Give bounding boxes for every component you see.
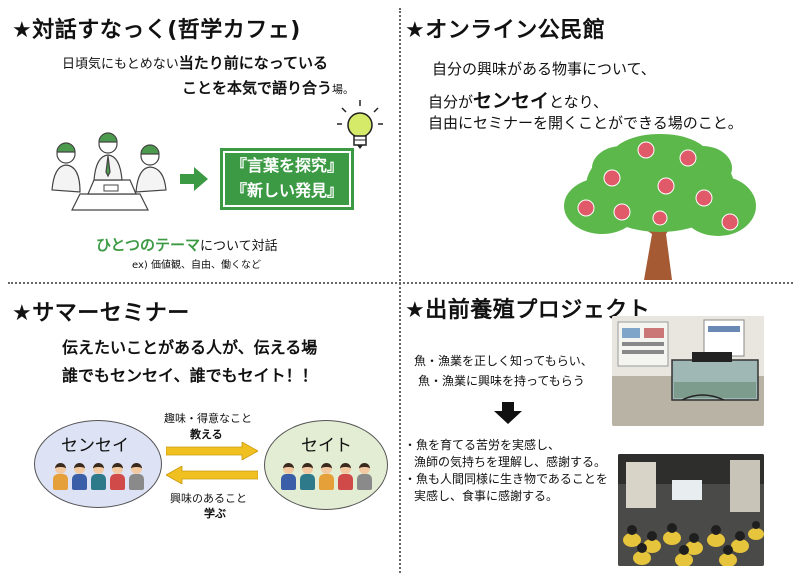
intro-line-2-emphasis: ことを本気で語り合う bbox=[182, 79, 333, 97]
intro-line-2: ことを本気で語り合う場。 bbox=[182, 77, 354, 98]
person-icon bbox=[357, 463, 372, 491]
section-title: ★出前養殖プロジェクト bbox=[405, 298, 651, 323]
person-icon bbox=[338, 463, 353, 491]
section-title: ★サマーセミナー bbox=[12, 301, 190, 326]
teach-action: 教える bbox=[190, 428, 223, 441]
theme-text: について対話 bbox=[199, 239, 278, 254]
box-line-2: 『新しい発見』 bbox=[231, 181, 344, 200]
sensei-label: センセイ bbox=[61, 436, 129, 456]
arrow-right-icon bbox=[166, 442, 258, 460]
description-line-3: 自由にセミナーを開くことができる場のこと。 bbox=[428, 114, 743, 132]
seminar-line-2: 誰でもセンセイ、誰でもセイト！！ bbox=[62, 366, 318, 385]
intro-line-1-emphasis: 当たり前になっている bbox=[178, 54, 329, 72]
sensei-emphasis: センセイ bbox=[473, 90, 550, 112]
description-line-2: 自分がセンセイとなり、 bbox=[428, 86, 608, 113]
section-title: ★オンライン公民館 bbox=[405, 18, 606, 43]
vertical-divider bbox=[399, 8, 401, 573]
description-line-2-tail: となり、 bbox=[549, 93, 608, 111]
theme-line: ひとつのテーマについて対話 bbox=[96, 234, 278, 255]
seito-circle: セイト bbox=[264, 420, 388, 510]
goal-line-1: 魚・漁業を正しく知ってもらい、 bbox=[414, 354, 593, 368]
sensei-circle: センセイ bbox=[34, 420, 162, 508]
arrow-left-icon bbox=[166, 466, 258, 484]
section-title: ★対話すなっく(哲学カフェ) bbox=[12, 18, 301, 43]
meeting-illustration bbox=[51, 132, 167, 211]
description-line-1: 自分の興味がある物事について、 bbox=[432, 60, 656, 78]
box-line-1: 『言葉を探究』 bbox=[231, 156, 344, 175]
sensei-people-group bbox=[53, 463, 144, 491]
benefit-2-line-1: ・魚も人間同様に生き物であることを bbox=[404, 472, 608, 486]
person-icon bbox=[129, 463, 144, 491]
light-bulb-icon bbox=[337, 100, 383, 149]
benefit-1-line-1: ・魚を育てる苦労を実感し、 bbox=[404, 438, 561, 452]
theme-emphasis: ひとつのテーマ bbox=[96, 236, 200, 254]
aquarium-photo bbox=[612, 316, 764, 426]
teach-label: 趣味・得意なこと bbox=[164, 412, 252, 425]
description-line-2-text: 自分が bbox=[428, 93, 474, 111]
arrow-down-icon bbox=[494, 402, 522, 424]
person-icon bbox=[72, 463, 87, 491]
benefit-2-line-2: 実感し、食事に感謝する。 bbox=[414, 489, 559, 503]
intro-line-2-text: 場。 bbox=[332, 83, 355, 96]
learn-label: 興味のあること bbox=[170, 492, 247, 505]
apple-tree-illustration bbox=[564, 134, 756, 280]
intro-line-1-text: 日頃気にもとめない bbox=[62, 57, 179, 72]
person-icon bbox=[300, 463, 315, 491]
goal-line-2: 魚・漁業に興味を持ってもらう bbox=[418, 374, 585, 388]
intro-line-1: 日頃気にもとめない当たり前になっている bbox=[62, 52, 328, 73]
discovery-box: 『言葉を探究』 『新しい発見』 bbox=[220, 148, 354, 210]
horizontal-divider bbox=[8, 282, 793, 284]
person-icon bbox=[53, 463, 68, 491]
person-icon bbox=[319, 463, 334, 491]
person-icon bbox=[110, 463, 125, 491]
benefit-1-line-2: 漁師の気持ちを理解し、感謝する。 bbox=[414, 455, 607, 469]
learn-action: 学ぶ bbox=[204, 507, 226, 520]
person-icon bbox=[281, 463, 296, 491]
classroom-photo bbox=[618, 454, 764, 566]
person-icon bbox=[91, 463, 106, 491]
seito-people-group bbox=[281, 463, 372, 491]
theme-examples: ex) 価値観、自由、働くなど bbox=[132, 260, 261, 271]
seminar-line-1: 伝えたいことがある人が、伝える場 bbox=[62, 338, 318, 357]
seito-label: セイト bbox=[301, 436, 352, 456]
arrow-right-icon bbox=[180, 167, 208, 191]
